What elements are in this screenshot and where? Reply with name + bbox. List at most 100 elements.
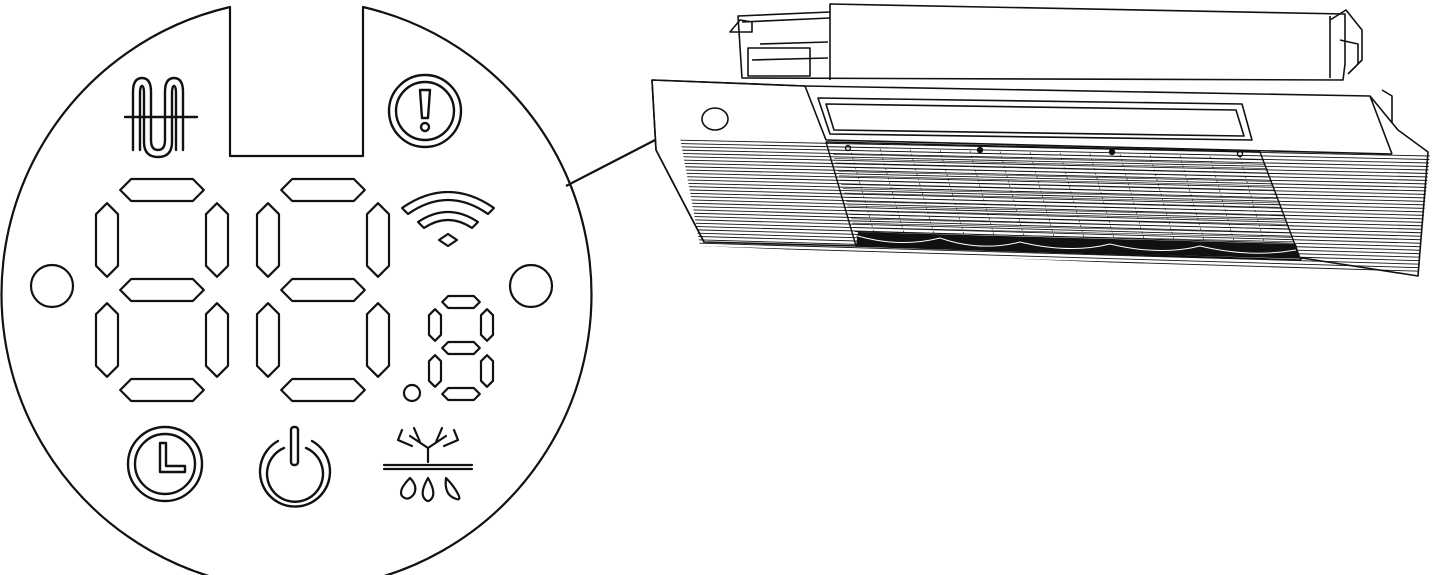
grill-slat <box>680 149 1430 167</box>
filter-line <box>833 154 1266 165</box>
grill-slat <box>680 198 1430 220</box>
segment-f <box>94 202 120 278</box>
display-panel-outline <box>0 5 593 575</box>
segment-c <box>365 302 391 378</box>
seven-segment-digit-2 <box>255 177 391 403</box>
grill-slat <box>680 218 1430 241</box>
filter-rib <box>1119 154 1147 247</box>
display-panel <box>0 5 593 575</box>
segment-c <box>204 302 230 378</box>
filter-line <box>840 179 1276 191</box>
segment-a <box>280 177 366 203</box>
decimal-point <box>402 383 422 403</box>
segment-b <box>479 308 495 342</box>
filter-line <box>831 149 1265 161</box>
grill-slat <box>680 245 1430 269</box>
segment-b <box>204 202 230 278</box>
grill-slat <box>680 152 1430 171</box>
grill-slat <box>680 215 1430 237</box>
unit-housing <box>729 3 1393 129</box>
segment-d <box>280 377 366 403</box>
filter-line <box>848 209 1287 221</box>
grill-slat <box>680 205 1430 227</box>
filter-rib <box>1209 156 1237 249</box>
filter-rib <box>909 149 937 242</box>
filter-rib <box>1059 152 1087 245</box>
alert-icon <box>387 73 463 149</box>
filter-line <box>843 192 1281 204</box>
unit-grill <box>680 139 1430 272</box>
filter-line <box>836 166 1271 178</box>
segment-a <box>119 177 205 203</box>
unit-filter <box>825 141 1301 259</box>
seven-segment-digit-1 <box>94 177 230 403</box>
grill-slat <box>680 202 1430 223</box>
filter-line <box>835 162 1269 174</box>
grill-slat <box>680 172 1430 192</box>
grill-slat <box>680 192 1430 213</box>
right-mount-hole <box>508 263 554 309</box>
segment-b <box>365 202 391 278</box>
segment-g <box>441 340 481 356</box>
timer-icon <box>126 425 204 503</box>
filter-line <box>834 158 1268 169</box>
grill-slat <box>680 139 1430 157</box>
grill-slat <box>680 189 1430 209</box>
segment-g <box>280 277 366 303</box>
segment-f <box>255 202 281 278</box>
segment-a <box>441 294 481 310</box>
segment-d <box>441 386 481 402</box>
filter-rib <box>1179 155 1207 248</box>
filter-rib <box>849 147 877 241</box>
heater-icon <box>123 76 199 159</box>
filter-rib <box>969 150 997 243</box>
grill-slat <box>680 208 1430 230</box>
filter-rib <box>939 150 967 243</box>
grill-slat <box>680 241 1430 265</box>
filter-line <box>852 222 1292 234</box>
grill-slat <box>680 156 1430 174</box>
filter-line <box>846 201 1284 212</box>
unit-display-window <box>701 107 729 131</box>
grill-slat <box>680 195 1430 216</box>
grill-slat <box>680 159 1430 178</box>
segment-c <box>479 354 495 388</box>
segment-e <box>94 302 120 378</box>
segment-g <box>119 277 205 303</box>
grill-slat <box>680 142 1430 160</box>
filter-rib <box>879 148 907 241</box>
filter-line <box>853 227 1293 238</box>
filter-rib <box>1089 153 1117 246</box>
filter-rib <box>1239 157 1267 250</box>
filter-line <box>839 175 1274 187</box>
grill-slat <box>680 222 1430 244</box>
filter-line <box>845 197 1282 208</box>
left-mount-hole <box>29 263 75 309</box>
grill-slat <box>680 169 1430 188</box>
wifi-icon <box>400 191 496 248</box>
grill-slat <box>680 182 1430 202</box>
grill-slat <box>680 162 1430 181</box>
segment-f <box>427 308 443 342</box>
grill-slat <box>680 179 1430 199</box>
filter-rib <box>999 151 1027 244</box>
filter-line <box>851 218 1290 230</box>
grill-slat <box>680 175 1430 195</box>
grill-slat <box>680 165 1430 185</box>
filter-line <box>849 214 1289 225</box>
cassette-unit <box>651 3 1430 277</box>
filter-line <box>837 171 1273 182</box>
filter-line <box>854 231 1295 242</box>
filter-line <box>847 205 1285 217</box>
segment-e <box>255 302 281 378</box>
segment-e <box>427 354 443 388</box>
filter-line <box>841 184 1277 195</box>
defrost-icon <box>382 426 474 503</box>
segment-d <box>119 377 205 403</box>
power-icon <box>258 425 332 508</box>
filter-rib <box>1149 154 1177 248</box>
filter-line <box>842 188 1279 199</box>
grill-slat <box>680 212 1430 234</box>
